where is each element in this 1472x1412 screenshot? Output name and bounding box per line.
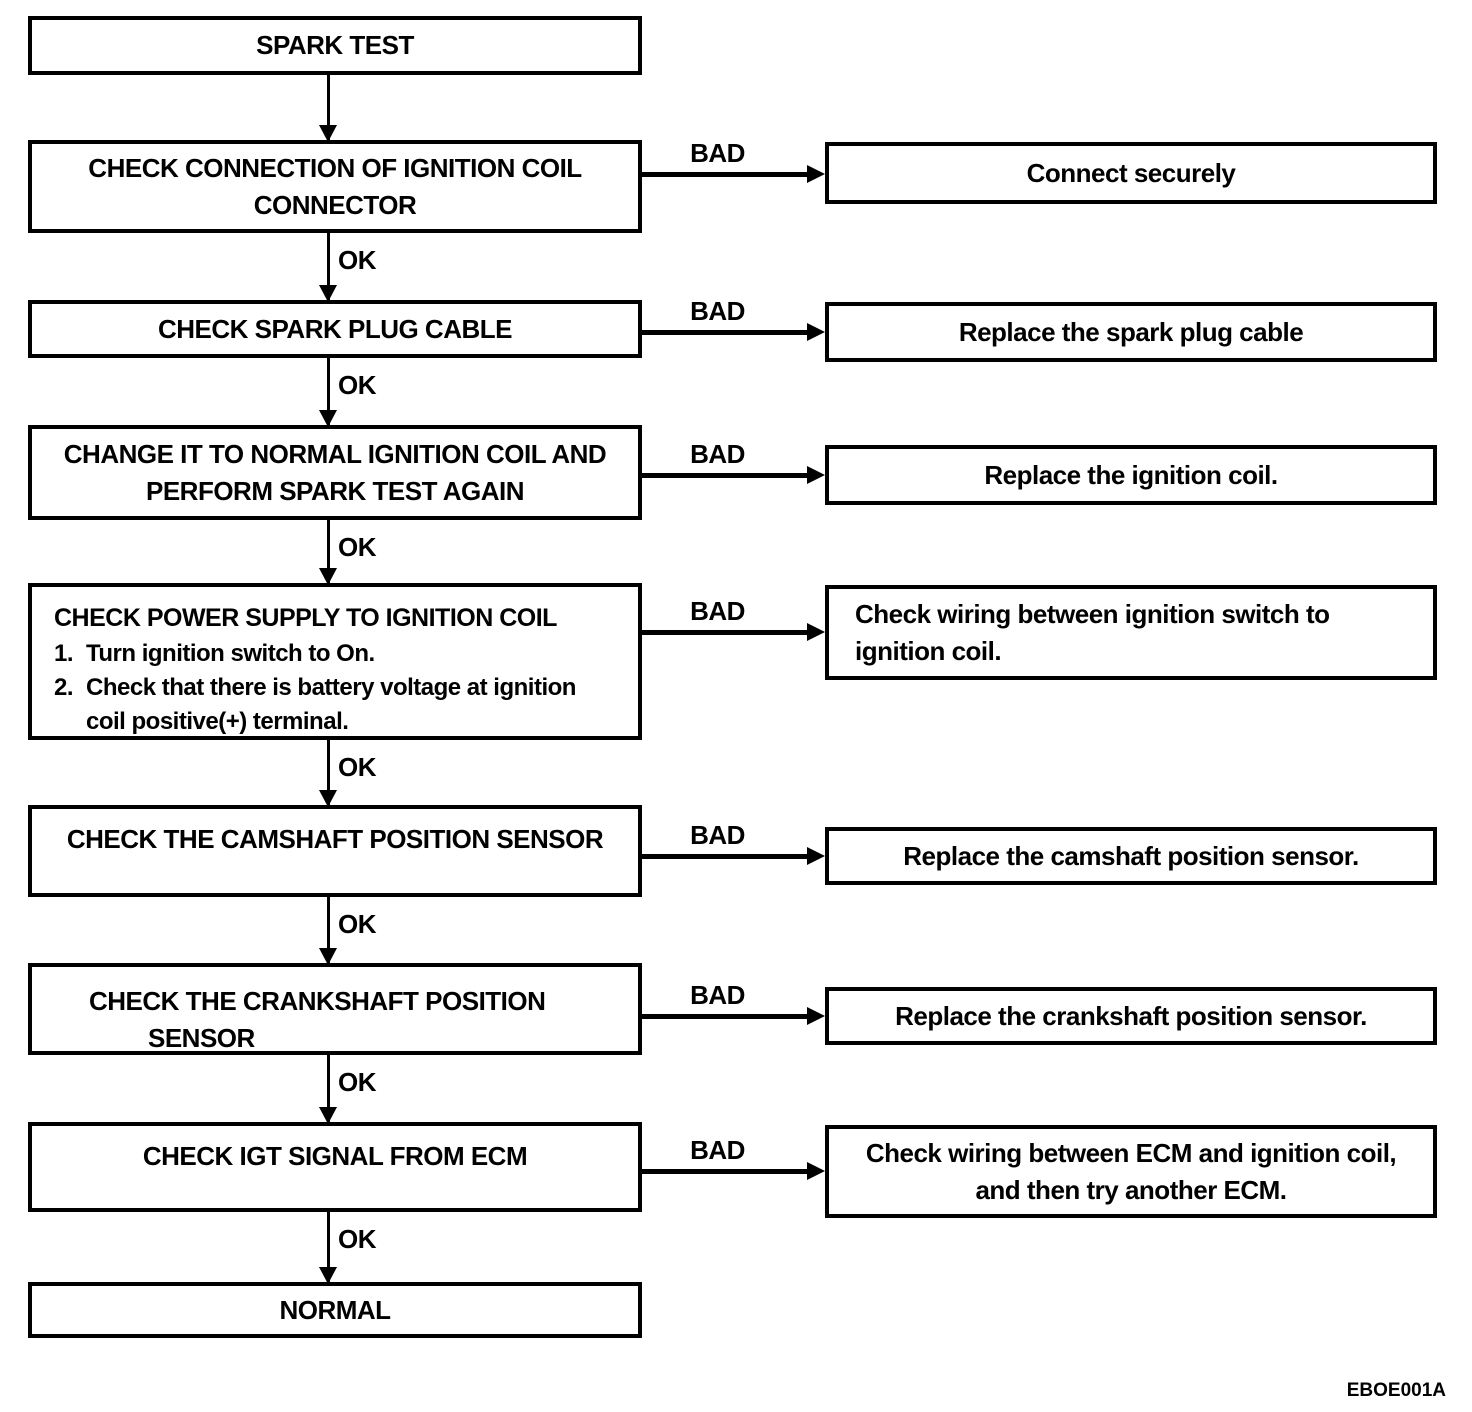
node-label: PERFORM SPARK TEST AGAIN <box>145 475 525 506</box>
step-number: 2. <box>54 674 74 701</box>
numbered-step: 2. Check that there is battery voltage a… <box>54 671 628 739</box>
bad-label: BAD <box>690 439 745 469</box>
down-arrow-spark-to-connection <box>319 75 337 142</box>
node-normal: NORMAL <box>28 1282 642 1338</box>
ok-label: OK <box>338 1224 377 1254</box>
bad-label: BAD <box>690 138 745 168</box>
ok-label: OK <box>338 370 377 400</box>
bad-arrow-to-connect-securely <box>642 165 825 183</box>
bad-arrow-to-replace-crankshaft <box>642 1007 825 1025</box>
numbered-step: 1. Turn ignition switch to On. <box>54 637 628 671</box>
node-label: CHECK CONNECTION OF IGNITION COIL <box>88 152 582 183</box>
bad-label: BAD <box>690 296 745 326</box>
bad-arrow-to-check-wiring-ecm <box>642 1162 825 1180</box>
node-check-power-supply: CHECK POWER SUPPLY TO IGNITION COIL 1. T… <box>28 583 642 740</box>
bad-arrow-to-check-wiring-switch <box>642 623 825 641</box>
ok-label: OK <box>338 909 377 939</box>
bad-arrow-to-replace-camshaft <box>642 847 825 865</box>
down-arrow-connection-to-cable <box>319 233 337 302</box>
node-label: CHECK IGT SIGNAL FROM ECM <box>142 1141 528 1171</box>
ok-label: OK <box>338 752 377 782</box>
step-text: coil positive(+) terminal. <box>86 708 349 735</box>
node-label: CHECK THE CRANKSHAFT POSITION <box>89 986 546 1016</box>
node-label: Connect securely <box>1026 157 1236 188</box>
node-spark-test: SPARK TEST <box>28 16 642 75</box>
down-arrow-changecoil-to-power <box>319 520 337 585</box>
node-label: Replace the camshaft position sensor. <box>903 840 1359 871</box>
node-replace-spark-plug-cable: Replace the spark plug cable <box>825 302 1437 362</box>
node-change-ignition-coil: CHANGE IT TO NORMAL IGNITION COIL AND PE… <box>28 425 642 520</box>
bad-label: BAD <box>690 1135 745 1165</box>
down-arrow-igt-to-normal <box>319 1212 337 1284</box>
node-check-wiring-ignition-switch: Check wiring between ignition switch to … <box>825 585 1437 680</box>
node-check-wiring-ecm: Check wiring between ECM and ignition co… <box>825 1125 1437 1218</box>
down-arrow-crankshaft-to-igt <box>319 1055 337 1124</box>
node-label: CHECK SPARK PLUG CABLE <box>158 313 512 344</box>
node-label: Replace the spark plug cable <box>958 316 1304 347</box>
node-title: CHECK POWER SUPPLY TO IGNITION COIL <box>54 604 557 632</box>
figure-code: EBOE001A <box>1346 1380 1446 1401</box>
bad-arrow-to-replace-cable <box>642 323 825 341</box>
bad-label: BAD <box>690 980 745 1010</box>
down-arrow-power-to-camshaft <box>319 740 337 807</box>
node-check-connection: CHECK CONNECTION OF IGNITION COIL CONNEC… <box>28 140 642 233</box>
node-check-crankshaft-sensor: CHECK THE CRANKSHAFT POSITION SENSOR <box>28 963 642 1055</box>
node-connect-securely: Connect securely <box>825 142 1437 204</box>
down-arrow-camshaft-to-crankshaft <box>319 897 337 965</box>
node-label: SPARK TEST <box>256 30 414 60</box>
node-replace-ignition-coil: Replace the ignition coil. <box>825 445 1437 505</box>
ok-label: OK <box>338 245 377 275</box>
ok-label: OK <box>338 532 377 562</box>
node-label: SENSOR <box>148 1023 255 1053</box>
node-label: CHANGE IT TO NORMAL IGNITION COIL AND <box>63 438 607 469</box>
node-label: CONNECTOR <box>253 189 417 220</box>
step-number: 1. <box>54 640 74 667</box>
node-label: Replace the crankshaft position sensor. <box>895 1000 1367 1031</box>
ok-label: OK <box>338 1067 377 1097</box>
node-replace-crankshaft-sensor: Replace the crankshaft position sensor. <box>825 987 1437 1045</box>
bad-label: BAD <box>690 596 745 626</box>
node-label: CHECK THE CAMSHAFT POSITION SENSOR <box>66 824 604 854</box>
down-arrow-cable-to-changecoil <box>319 358 337 427</box>
bad-arrow-to-replace-coil <box>642 466 825 484</box>
node-label: ignition coil. <box>855 635 1002 666</box>
node-check-igt-signal: CHECK IGT SIGNAL FROM ECM <box>28 1122 642 1212</box>
node-label: Check wiring between ECM and ignition co… <box>865 1137 1397 1168</box>
node-label: Check wiring between ignition switch to <box>855 598 1330 629</box>
step-text: Turn ignition switch to On. <box>86 640 375 667</box>
node-label: and then try another ECM. <box>975 1174 1287 1205</box>
bad-label: BAD <box>690 820 745 850</box>
node-label: Replace the ignition coil. <box>984 459 1278 490</box>
node-check-camshaft-sensor: CHECK THE CAMSHAFT POSITION SENSOR <box>28 805 642 897</box>
node-replace-camshaft-sensor: Replace the camshaft position sensor. <box>825 827 1437 885</box>
node-label: NORMAL <box>279 1294 391 1325</box>
step-text: Check that there is battery voltage at i… <box>86 674 576 701</box>
node-check-spark-plug-cable: CHECK SPARK PLUG CABLE <box>28 300 642 358</box>
